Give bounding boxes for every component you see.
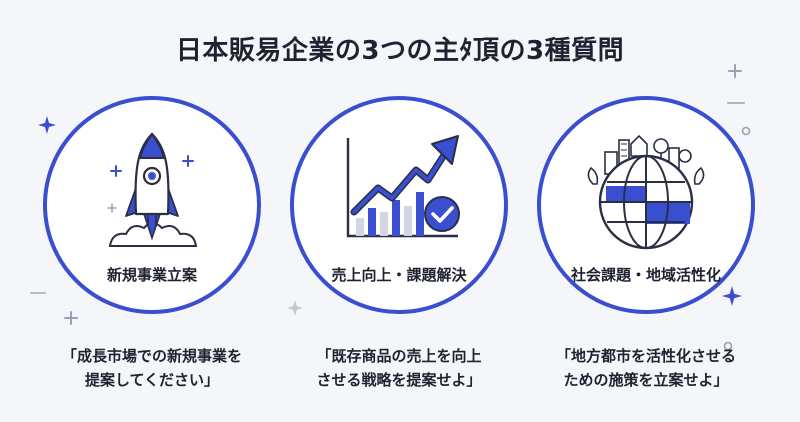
sparkle-icon bbox=[722, 286, 742, 306]
card-label: 売上向上・課題解決 bbox=[331, 266, 467, 284]
dot-icon bbox=[723, 341, 733, 351]
card-label: 社会課題・地域活性化 bbox=[570, 266, 721, 284]
plus-icon bbox=[728, 64, 742, 78]
card-label: 新規事業立案 bbox=[106, 266, 197, 284]
card-regional-revitalization: 社会課題・地域活性化 bbox=[537, 96, 755, 314]
page-title: 日本販易企業の3つの主ﾀ頂の3種質問 bbox=[175, 36, 625, 66]
dash-icon bbox=[30, 292, 46, 294]
sparkle-icon bbox=[287, 300, 303, 316]
growth-chart-check-icon bbox=[346, 135, 460, 238]
description-line: 提案してください」 bbox=[84, 371, 220, 389]
description-line: ための施策を立案せよ」 bbox=[563, 371, 729, 389]
description-line: させる戦略を提案せよ」 bbox=[316, 371, 482, 389]
card-description: 「成長市場での新規事業を 提案してください」 bbox=[22, 344, 282, 392]
description-line: 「既存商品の売上を向上 bbox=[316, 347, 482, 365]
dash-icon bbox=[727, 102, 745, 104]
card-description: 「既存商品の売上を向上 させる戦略を提案せよ」 bbox=[269, 344, 529, 392]
dot-icon bbox=[741, 126, 751, 136]
rocket-icon bbox=[107, 132, 198, 247]
description-line: 「地方都市を活性化させる bbox=[555, 347, 736, 365]
sparkle-icon bbox=[38, 116, 56, 134]
card-sales-growth: 売上向上・課題解決 bbox=[290, 96, 508, 314]
plus-icon bbox=[64, 311, 78, 325]
globe-city-icon bbox=[587, 135, 705, 250]
description-line: 「成長市場での新規事業を bbox=[61, 347, 242, 365]
card-new-business: 新規事業立案 bbox=[43, 96, 261, 314]
card-description: 「地方都市を活性化させる ための施策を立案せよ」 bbox=[516, 344, 776, 392]
